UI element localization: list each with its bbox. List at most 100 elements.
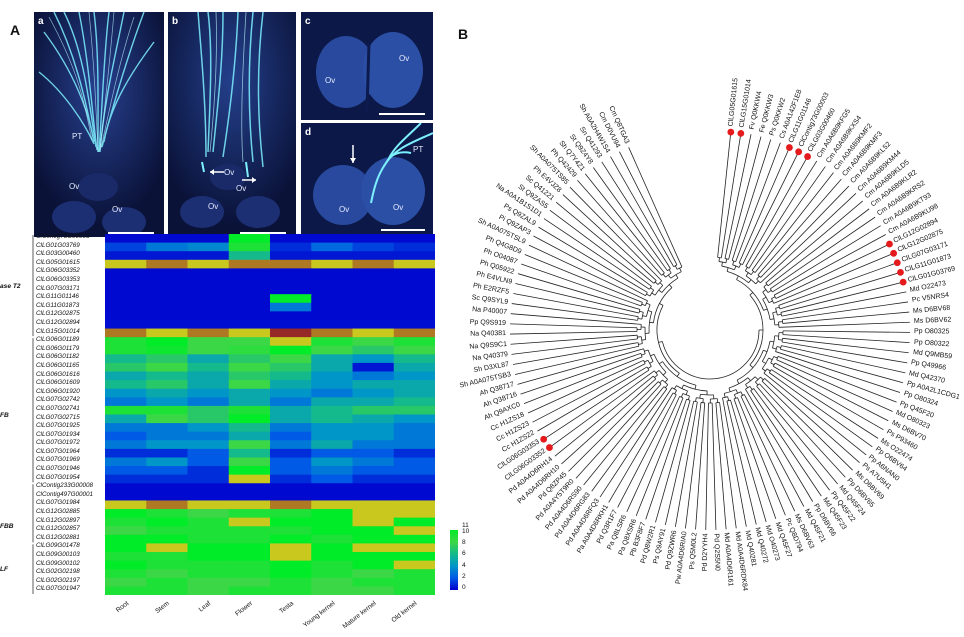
heatmap-cell (352, 466, 395, 476)
tree-branch (583, 386, 665, 486)
heatmap-cell (311, 500, 353, 510)
heatmap-cell (187, 251, 230, 261)
scale-bar (108, 232, 154, 234)
gene-label: ClLG12G02875 (36, 310, 80, 318)
heatmap-cell (311, 234, 353, 244)
heatmap-cell (352, 448, 395, 458)
micrograph-d-letter: d (305, 127, 312, 138)
tree-branch (763, 308, 768, 311)
tree-branch (772, 312, 776, 326)
heatmap-cell (105, 543, 147, 553)
tree-branch (753, 388, 830, 491)
heatmap-cell (270, 423, 312, 433)
tissue-label: Testa (278, 600, 295, 616)
heatmap-cell (105, 268, 147, 278)
heatmap-cell (228, 380, 271, 390)
tree-branch (655, 400, 691, 523)
heatmap-cell (311, 311, 353, 321)
heatmap-cell (187, 311, 230, 321)
tree-branch (568, 381, 659, 472)
tree-branch (645, 399, 687, 520)
heatmap-cell (311, 448, 353, 458)
heatmap-cell (270, 517, 312, 527)
tree-branch (693, 400, 698, 403)
heatmap-cell (105, 466, 147, 476)
heatmap-cell (146, 552, 188, 562)
tree-branch (661, 272, 665, 276)
heatmap-cell (228, 440, 271, 450)
tree-branch (681, 384, 684, 389)
color-scale-tick: 10 (462, 528, 470, 535)
heatmap-cell (105, 319, 147, 330)
gene-label: ClLG07G02715 (36, 413, 80, 421)
ovule-label: Ov (224, 168, 235, 177)
tree-branch (651, 292, 656, 296)
tree-branch (770, 216, 876, 290)
tissue-label: Stem (154, 600, 172, 615)
heatmap-cell (311, 474, 353, 484)
tree-branch (769, 372, 873, 448)
tree-branch (763, 372, 867, 456)
heatmap-cell (146, 500, 188, 510)
tree-branch (661, 330, 760, 380)
tree-branch (527, 359, 644, 414)
tree-branch (617, 394, 677, 508)
micrograph-c: c Ov Ov (301, 12, 433, 120)
tree-branch (748, 160, 818, 269)
ovule-label: Ov (393, 203, 404, 212)
tree-leaf-label: Pd D2YYH4 (701, 533, 710, 572)
tree-branch (756, 278, 761, 284)
heatmap-cell (187, 560, 230, 570)
heatmap-cell (311, 552, 353, 562)
heatmap-cell (187, 371, 230, 381)
heatmap-cell (352, 259, 395, 269)
heatmap-cell (270, 534, 312, 544)
heatmap-cell (187, 474, 230, 484)
heatmap-cell (228, 509, 271, 519)
tree-branch (635, 397, 684, 517)
tree-branch (724, 258, 729, 260)
tree-branch (782, 311, 910, 324)
tree-branch (763, 284, 768, 288)
heatmap-cell (270, 380, 312, 390)
tree-branch (663, 386, 668, 390)
heatmap-cell (105, 294, 147, 304)
gene-label: ClLG12G02894 (36, 318, 80, 326)
tree-branch (756, 383, 760, 387)
heatmap-cell (146, 569, 188, 579)
tree-branch (668, 284, 673, 288)
tree-branch (511, 338, 638, 355)
tree-branch (773, 234, 886, 296)
heatmap-cell (393, 345, 435, 355)
tree-branch (662, 273, 666, 278)
heatmap-cell (270, 552, 312, 562)
tree-branch (778, 339, 783, 341)
color-scale-tick: 8 (462, 539, 466, 547)
tree-branch (750, 388, 754, 391)
tree-branch (726, 271, 749, 284)
scale-bar (381, 229, 425, 231)
tree-branch (520, 353, 641, 395)
color-scale-tick: 11 (462, 522, 469, 529)
gene-label: ClLG06G03352 (36, 267, 80, 275)
heatmap-cell (187, 577, 230, 587)
heatmap-cell (311, 517, 353, 527)
heatmap-cell (146, 294, 188, 304)
tree-branch (650, 353, 655, 357)
heatmap-cell (228, 362, 271, 373)
tree-branch (743, 394, 805, 507)
tree-branch (599, 387, 673, 498)
heatmap-cell (187, 397, 230, 407)
tree-branch (699, 394, 701, 399)
heatmap-cell (146, 543, 188, 553)
tree-branch (657, 280, 662, 285)
gene-label: ClLG11G01873 (36, 301, 80, 309)
gene-label: ClLG12G02881 (36, 533, 80, 541)
heatmap-cell (228, 319, 271, 330)
ovule-label: Ov (112, 205, 123, 214)
heatmap-cell (228, 517, 271, 527)
tree-branch (601, 161, 671, 269)
heatmap-cell (146, 431, 188, 441)
tree-branch (562, 194, 657, 281)
heatmap-cell (146, 302, 188, 312)
